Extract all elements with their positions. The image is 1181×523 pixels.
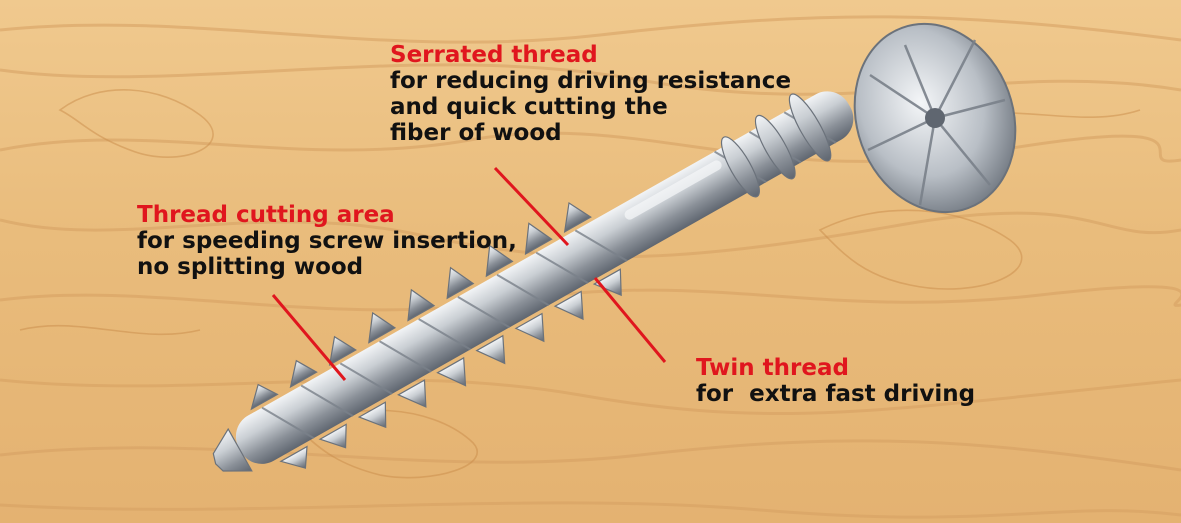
callout-title: Serrated thread — [390, 42, 598, 68]
callout-text: fiber of wood — [390, 120, 562, 146]
leader-line-cutting — [271, 294, 347, 381]
thread-crests — [250, 201, 622, 469]
callout-text: no splitting wood — [137, 254, 364, 280]
screw-shank — [235, 91, 854, 464]
leader-line-serrated — [493, 166, 570, 247]
callout-text: and quick cutting the — [390, 94, 668, 120]
screw-tip — [212, 427, 253, 472]
callout-text: for extra fast driving — [696, 381, 976, 407]
callout-text: for reducing driving resistance — [390, 68, 792, 94]
callout-title: Thread cutting area — [137, 202, 395, 228]
callout-twin-thread: Twin thread for extra fast driving — [696, 355, 975, 407]
callout-serrated-thread: Serrated thread for reducing driving res… — [390, 42, 791, 146]
screw-head — [853, 22, 1017, 214]
callout-thread-cutting-area: Thread cutting area for speeding screw i… — [137, 202, 517, 280]
leader-line-twin — [593, 277, 667, 363]
callout-text: for speeding screw insertion, — [137, 228, 517, 254]
callout-title: Twin thread — [696, 355, 849, 381]
